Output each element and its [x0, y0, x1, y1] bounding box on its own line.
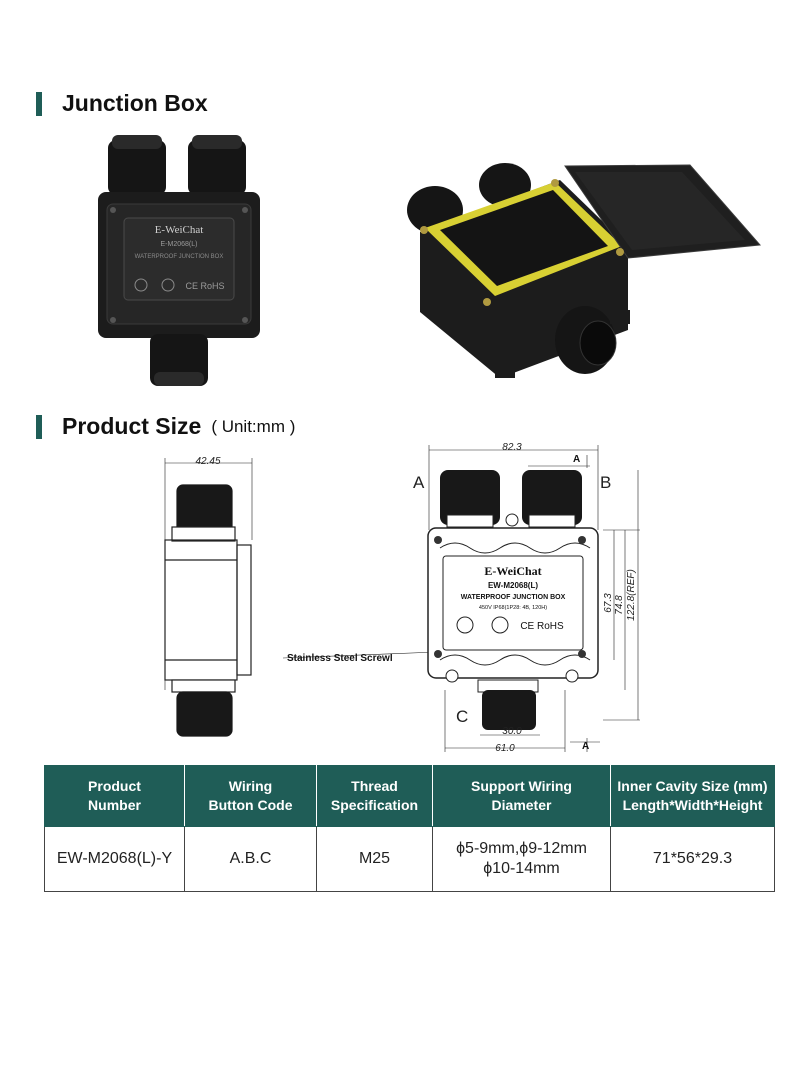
front-view-drawing	[282, 445, 640, 752]
cell-cavity: 71*56*29.3	[610, 826, 775, 892]
port-label-a: A	[413, 473, 425, 492]
photo-subtitle: WATERPROOF JUNCTION BOX	[135, 254, 224, 260]
cell-wiring-code: A.B.C	[184, 826, 317, 892]
open-box-photo	[407, 163, 762, 378]
drawing-model: EW-M2068(L)	[488, 581, 538, 590]
section-title: Junction Box	[62, 90, 208, 116]
section-mark-top: A	[573, 454, 580, 465]
section-heading-junction-box: Junction Box	[36, 90, 208, 117]
port-label-c: C	[456, 707, 468, 726]
dim-port-width: 30.0	[502, 726, 522, 737]
drawing-subtitle: WATERPROOF JUNCTION BOX	[461, 594, 566, 601]
unit-label: ( Unit:mm )	[211, 416, 296, 436]
dim-bottom-width: 61.0	[495, 743, 515, 754]
dim-total-width: 82.3	[502, 442, 522, 453]
photo-brand: E-WeiChat	[155, 224, 204, 236]
section-title: Product Size	[62, 413, 202, 439]
dim-height-ref: 122.8(REF)	[626, 569, 637, 621]
heading-accent-bar	[36, 91, 42, 116]
drawing-cert: CE RoHS	[520, 621, 564, 632]
cell-product-number: EW-M2068(L)-Y	[44, 826, 185, 892]
dim-height-74: 74.8	[614, 595, 625, 615]
photo-cert: CE RoHS	[185, 281, 224, 291]
drawing-rating: 450V IP68(1P28: 4B, 120H)	[479, 605, 547, 611]
screw-label: Stainless Steel Screwl	[287, 653, 393, 664]
dim-side-width: 42.45	[195, 456, 220, 467]
section-heading-product-size: Product Size ( Unit:mm )	[36, 413, 295, 440]
header-cavity: Inner Cavity Size (mm)Length*Width*Heigh…	[610, 765, 775, 827]
port-label-b: B	[600, 473, 611, 492]
heading-accent-bar	[36, 414, 42, 439]
closed-box-photo: E-WeiChat E-M2068(L) WATERPROOF JUNCTION…	[98, 135, 260, 386]
dim-height-67: 67.3	[603, 593, 614, 613]
section-mark-bottom: A	[582, 741, 589, 752]
side-view-drawing	[164, 458, 253, 737]
drawing-brand: E-WeiChat	[484, 564, 541, 578]
cell-thread: M25	[316, 826, 433, 892]
photo-model: E-M2068(L)	[161, 241, 198, 248]
